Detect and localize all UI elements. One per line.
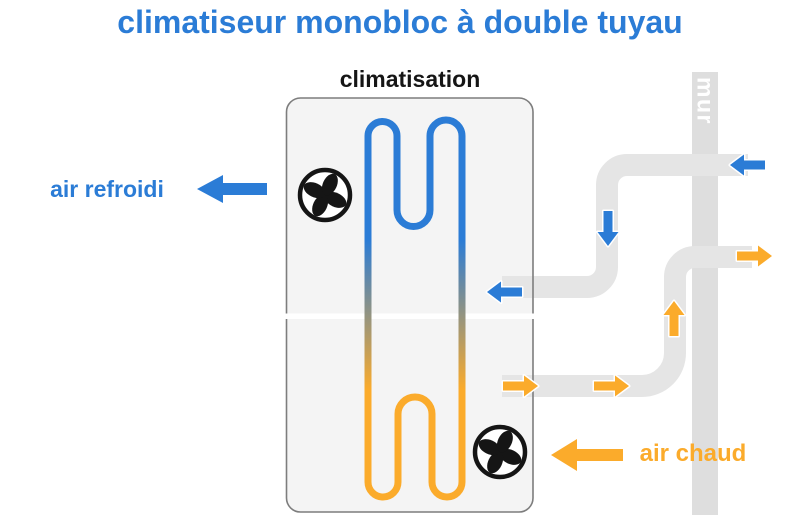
wall [692, 72, 718, 515]
hot-air-arrow-left-icon [549, 437, 625, 473]
intake-arrow-left-icon [728, 153, 767, 177]
refrigerant-coil [364, 116, 466, 501]
wall-label: mur [692, 77, 719, 125]
intake-arrow-into-unit-icon [485, 280, 524, 304]
unit-border [285, 97, 534, 513]
exhaust-arrow-out-of-unit-icon [501, 374, 540, 398]
unit-split-line [284, 313, 535, 319]
exhaust-arrow-up-icon [662, 299, 686, 338]
page-title: climatiseur monobloc à double tuyau [117, 4, 683, 40]
unit-label: climatisation [339, 66, 481, 92]
exhaust-arrow-through-wall-icon [735, 244, 774, 268]
fan-icon [300, 170, 350, 220]
fan-icon [475, 427, 525, 477]
cooled-air-label: air refroidi [50, 176, 164, 202]
exhaust-arrow-right-icon [592, 374, 631, 398]
cooled-air-arrow-left-icon [195, 173, 269, 205]
hot-air-label: air chaud [639, 440, 747, 467]
intake-arrow-down-icon [596, 209, 620, 248]
hot-exhaust-duct [502, 246, 752, 397]
